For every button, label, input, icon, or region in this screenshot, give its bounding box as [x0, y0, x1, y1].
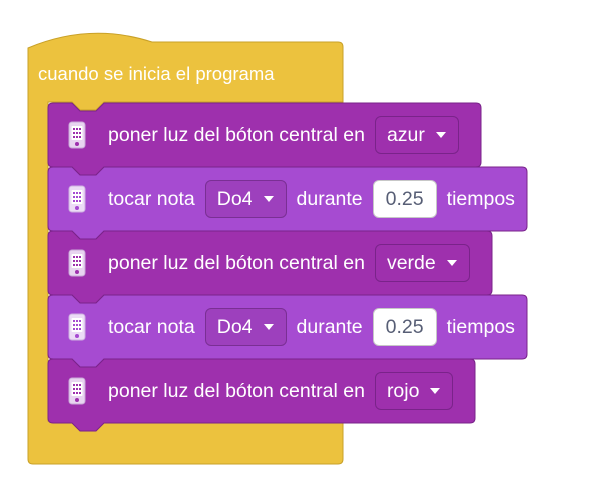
block-label: poner luz del bóton central en: [108, 123, 365, 146]
device-icon: [68, 313, 86, 341]
dropdown-value: verde: [386, 251, 436, 274]
color-dropdown[interactable]: azur: [374, 116, 459, 154]
block-label: poner luz del bóton central en: [108, 251, 365, 274]
color-dropdown[interactable]: verde: [374, 244, 470, 282]
block-label: poner luz del bóton central en: [108, 379, 365, 402]
dropdown-value: Do4: [216, 187, 253, 210]
color-dropdown[interactable]: rojo: [374, 372, 454, 410]
device-icon: [68, 377, 86, 405]
set-light-block-verde[interactable]: poner luz del bóton central en verde: [62, 231, 480, 295]
set-light-block-azur[interactable]: poner luz del bóton central en azur: [62, 103, 469, 167]
block-body: [47, 358, 476, 432]
chevron-down-icon: [435, 132, 446, 138]
during-label: durante: [296, 315, 363, 338]
device-icon: [68, 185, 86, 213]
play-note-block-1[interactable]: tocar nota Do4 durante 0.25 tiempos: [62, 167, 515, 231]
chevron-down-icon: [263, 196, 274, 202]
hat-label: cuando se inicia el programa: [38, 63, 275, 84]
block-label: tocar nota: [108, 315, 195, 338]
dropdown-value: Do4: [216, 315, 253, 338]
device-icon: [68, 249, 86, 277]
play-note-block-2[interactable]: tocar nota Do4 durante 0.25 tiempos: [62, 295, 515, 359]
set-light-block-rojo[interactable]: poner luz del bóton central en rojo: [62, 359, 463, 423]
chevron-down-icon: [263, 324, 274, 330]
beats-input[interactable]: 0.25: [372, 180, 437, 218]
beats-input[interactable]: 0.25: [372, 308, 437, 346]
hat-block[interactable]: [27, 32, 344, 465]
block-label: tocar nota: [108, 187, 195, 210]
dropdown-value: azur: [386, 123, 425, 146]
device-icon: [68, 121, 86, 149]
note-dropdown[interactable]: Do4: [204, 180, 287, 218]
beats-unit-label: tiempos: [446, 315, 515, 338]
beats-unit-label: tiempos: [446, 187, 515, 210]
dropdown-value: rojo: [386, 379, 420, 402]
note-dropdown[interactable]: Do4: [204, 308, 287, 346]
chevron-down-icon: [446, 260, 457, 266]
chevron-down-icon: [430, 388, 441, 394]
during-label: durante: [296, 187, 363, 210]
